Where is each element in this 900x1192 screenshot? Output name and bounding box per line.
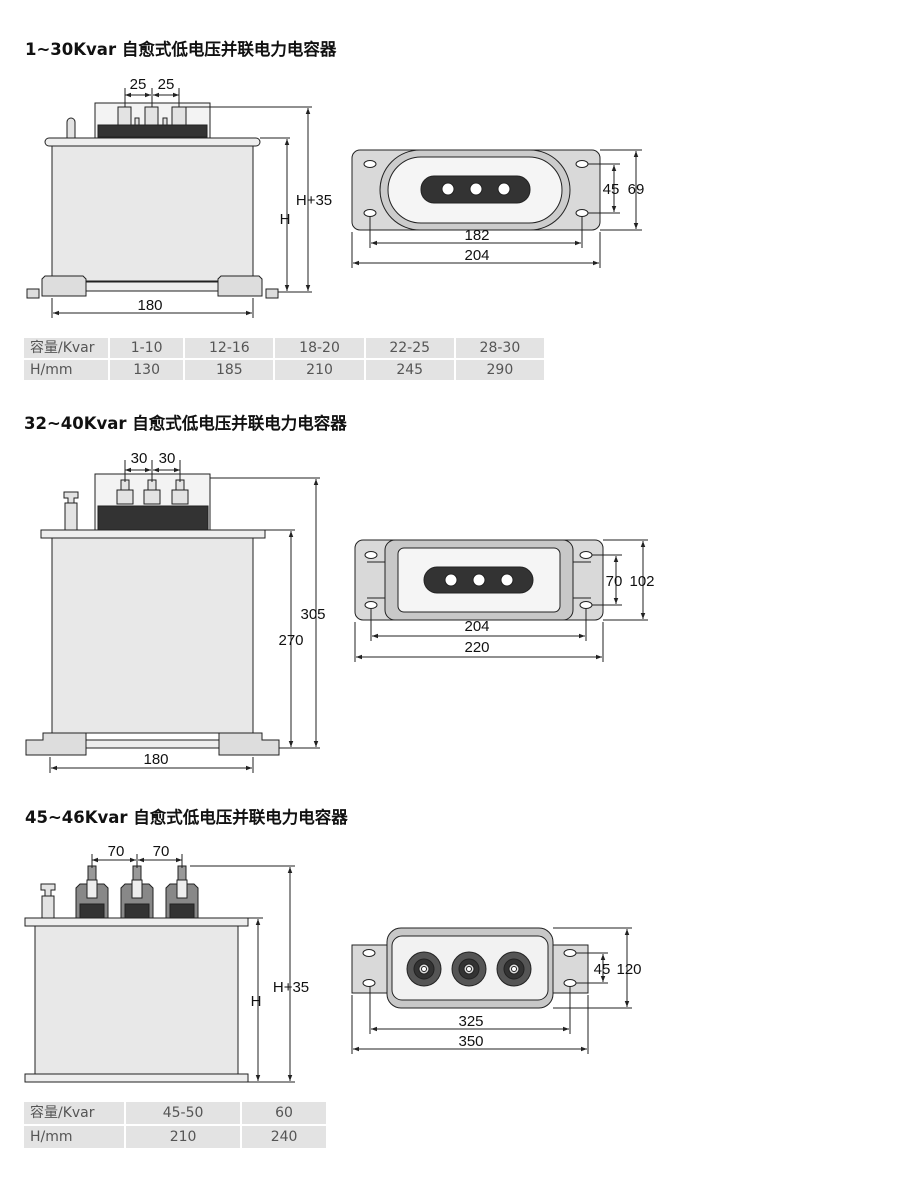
table-header-height: H/mm bbox=[24, 360, 108, 380]
capacitor-1-side-view bbox=[26, 88, 312, 318]
dim-overall-width: 350 bbox=[458, 1033, 483, 1050]
table-cell: 1-10 bbox=[110, 338, 184, 358]
table-header-capacity: 容量/Kvar bbox=[24, 1102, 124, 1124]
table-header-height: H/mm bbox=[24, 1126, 124, 1148]
dim-depth: 102 bbox=[629, 573, 654, 590]
section-3-title: 45~46Kvar 自愈式低电压并联电力电容器 bbox=[25, 808, 348, 827]
dim-depth: 69 bbox=[628, 181, 645, 198]
dim-width: 180 bbox=[143, 751, 168, 768]
capacitor-1-top-view bbox=[351, 149, 642, 268]
dimension-labels: 25 25 H H+35 180 182 204 45 69 30 30 270… bbox=[108, 76, 655, 1050]
capacitor-3-top-view bbox=[351, 927, 632, 1054]
table-cell: 22-25 bbox=[365, 338, 454, 358]
table-cell: 12-16 bbox=[185, 338, 274, 358]
insulators bbox=[406, 951, 532, 987]
table-cell: 60 bbox=[242, 1102, 326, 1124]
table-cell: 28-30 bbox=[455, 338, 544, 358]
table-cell: 130 bbox=[110, 360, 184, 380]
dim-pitch: 25 bbox=[130, 76, 147, 93]
dim-pitch: 30 bbox=[131, 450, 148, 467]
table-cell: 290 bbox=[455, 360, 544, 380]
table-header-capacity: 容量/Kvar bbox=[24, 338, 108, 358]
section-2-title: 32~40Kvar 自愈式低电压并联电力电容器 bbox=[24, 414, 347, 433]
dim-height-total: H+35 bbox=[273, 979, 309, 996]
dim-pitch: 70 bbox=[153, 843, 170, 860]
capacitor-3-side-view bbox=[24, 854, 295, 1083]
dim-hole-pitch: 70 bbox=[606, 573, 623, 590]
table-cell: 45-50 bbox=[126, 1102, 241, 1124]
dim-height: H bbox=[280, 211, 291, 228]
table-cell: 245 bbox=[365, 360, 454, 380]
dim-hole-spacing: 182 bbox=[464, 227, 489, 244]
dim-height-total: 305 bbox=[300, 606, 325, 623]
spec-table-3: 容量/Kvar 45-50 60 H/mm 210 240 bbox=[22, 1100, 328, 1150]
table-row: 容量/Kvar 45-50 60 bbox=[24, 1102, 326, 1124]
dim-height-total: H+35 bbox=[296, 192, 332, 209]
table-row: 容量/Kvar 1-10 12-16 18-20 22-25 28-30 bbox=[24, 338, 544, 358]
dim-pitch: 70 bbox=[108, 843, 125, 860]
dim-overall-width: 220 bbox=[464, 639, 489, 656]
dim-hole-spacing: 325 bbox=[458, 1013, 483, 1030]
dim-height: 270 bbox=[278, 632, 303, 649]
dim-overall-width: 204 bbox=[464, 247, 489, 264]
table-cell: 185 bbox=[185, 360, 274, 380]
dim-pitch: 25 bbox=[158, 76, 175, 93]
dim-width: 180 bbox=[137, 297, 162, 314]
capacitor-2-side-view bbox=[25, 460, 320, 773]
dim-pitch: 30 bbox=[159, 450, 176, 467]
section-1-title: 1~30Kvar 自愈式低电压并联电力电容器 bbox=[25, 40, 337, 59]
table-cell: 18-20 bbox=[275, 338, 364, 358]
table-cell: 210 bbox=[126, 1126, 241, 1148]
spec-table-1: 容量/Kvar 1-10 12-16 18-20 22-25 28-30 H/m… bbox=[22, 336, 546, 382]
capacitor-2-top-view bbox=[354, 539, 648, 662]
dim-hole-pitch: 45 bbox=[594, 961, 611, 978]
table-cell: 240 bbox=[242, 1126, 326, 1148]
dim-hole-pitch: 45 bbox=[603, 181, 620, 198]
dim-depth: 120 bbox=[616, 961, 641, 978]
dim-height: H bbox=[251, 993, 262, 1010]
table-cell: 210 bbox=[275, 360, 364, 380]
dim-hole-spacing: 204 bbox=[464, 618, 489, 635]
table-row: H/mm 130 185 210 245 290 bbox=[24, 360, 544, 380]
table-row: H/mm 210 240 bbox=[24, 1126, 326, 1148]
